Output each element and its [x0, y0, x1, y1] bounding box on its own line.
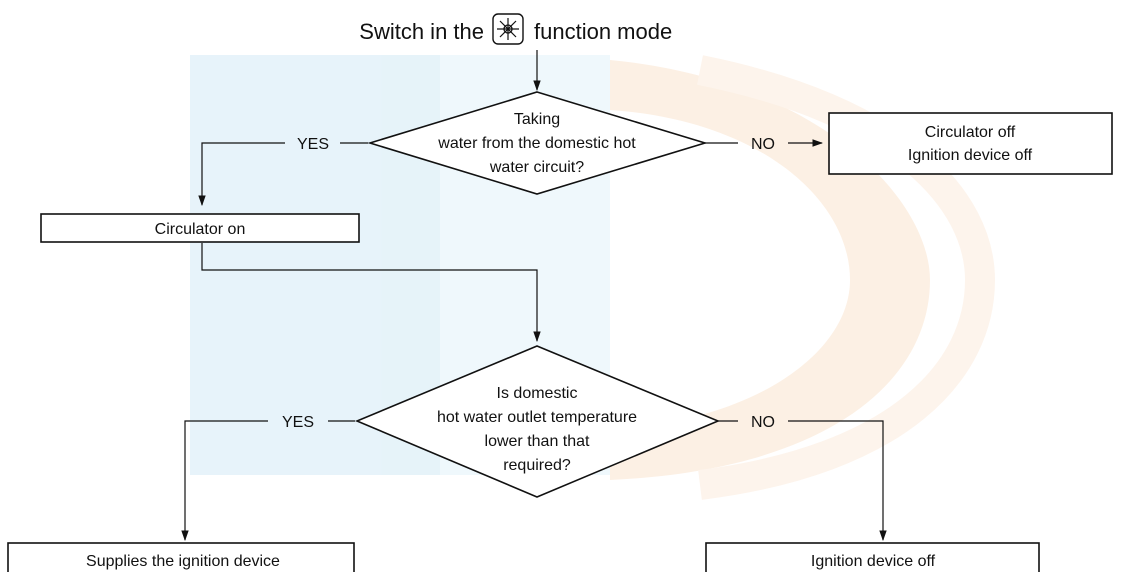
connector-circulator-on-to-decision-2: [201, 243, 541, 343]
box-circulator-off-line-2: Ignition device off: [908, 147, 1033, 164]
decision-1-line-2: water from the domestic hot: [437, 135, 636, 152]
title-prefix: Switch in the: [359, 19, 484, 44]
connector-decision-2-no: [788, 420, 887, 542]
decision-2-yes-label: YES: [282, 414, 314, 431]
decision-2-line-4: required?: [503, 457, 571, 474]
snowflake-sun-icon: [492, 13, 524, 45]
box-supplies-ignition-label: Supplies the ignition device: [86, 553, 280, 570]
decision-2-diamond: [354, 345, 721, 498]
box-ignition-off: Ignition device off: [705, 542, 1040, 572]
decision-1-yes-label: YES: [297, 136, 329, 153]
decision-1-line-3: water circuit?: [489, 159, 584, 176]
decision-1: Taking water from the domestic hot water…: [297, 91, 775, 195]
box-circulator-on-label: Circulator on: [155, 221, 246, 238]
box-supplies-ignition: Supplies the ignition device: [7, 542, 355, 572]
title-suffix: function mode: [534, 19, 672, 44]
decision-2-line-2: hot water outlet temperature: [437, 409, 637, 426]
box-circulator-on: Circulator on: [40, 213, 360, 243]
box-circulator-off-line-1: Circulator off: [925, 124, 1016, 141]
decision-2-line-3: lower than that: [485, 433, 591, 450]
connectors: [181, 50, 887, 542]
decision-1-diamond: [367, 91, 708, 195]
decision-1-no-label: NO: [751, 136, 775, 153]
connector-decision-2-yes: [181, 420, 268, 542]
box-circulator-off: Circulator off Ignition device off: [828, 112, 1113, 175]
decision-2-line-1: Is domestic: [497, 385, 578, 402]
decision-2-no-label: NO: [751, 414, 775, 431]
box-ignition-off-label: Ignition device off: [811, 553, 936, 570]
decision-1-line-1: Taking: [514, 111, 560, 128]
title: Switch in the function mode: [359, 13, 672, 45]
decision-2: Is domestic hot water outlet temperature…: [282, 345, 775, 498]
connector-decision-1-yes: [198, 142, 285, 207]
